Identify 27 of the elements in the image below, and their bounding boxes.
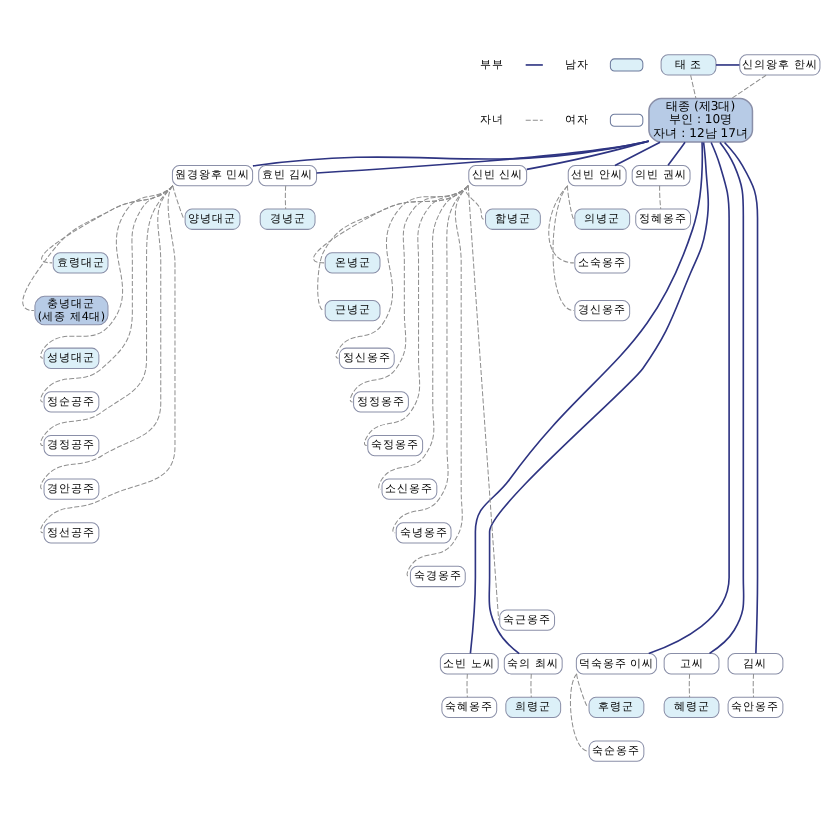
connector bbox=[707, 140, 744, 654]
connector bbox=[575, 672, 588, 707]
connector bbox=[689, 73, 696, 98]
connector bbox=[529, 672, 531, 697]
connector bbox=[646, 140, 729, 654]
connector bbox=[405, 184, 468, 576]
connector bbox=[314, 139, 649, 173]
connector bbox=[547, 184, 574, 263]
connector bbox=[658, 184, 661, 209]
connector bbox=[568, 672, 588, 751]
connector bbox=[566, 184, 574, 219]
connector bbox=[283, 184, 286, 209]
connector bbox=[465, 672, 467, 697]
connector bbox=[362, 184, 468, 446]
connector bbox=[722, 140, 758, 654]
connector bbox=[687, 672, 690, 697]
connector bbox=[730, 73, 766, 98]
connector bbox=[613, 140, 660, 166]
connector bbox=[666, 140, 685, 165]
connector bbox=[171, 184, 184, 219]
connector bbox=[551, 184, 574, 311]
connector bbox=[714, 63, 740, 65]
connector bbox=[377, 184, 468, 489]
connector bbox=[464, 184, 485, 219]
connector bbox=[751, 672, 754, 697]
connector bbox=[524, 139, 649, 170]
connector bbox=[466, 184, 499, 620]
